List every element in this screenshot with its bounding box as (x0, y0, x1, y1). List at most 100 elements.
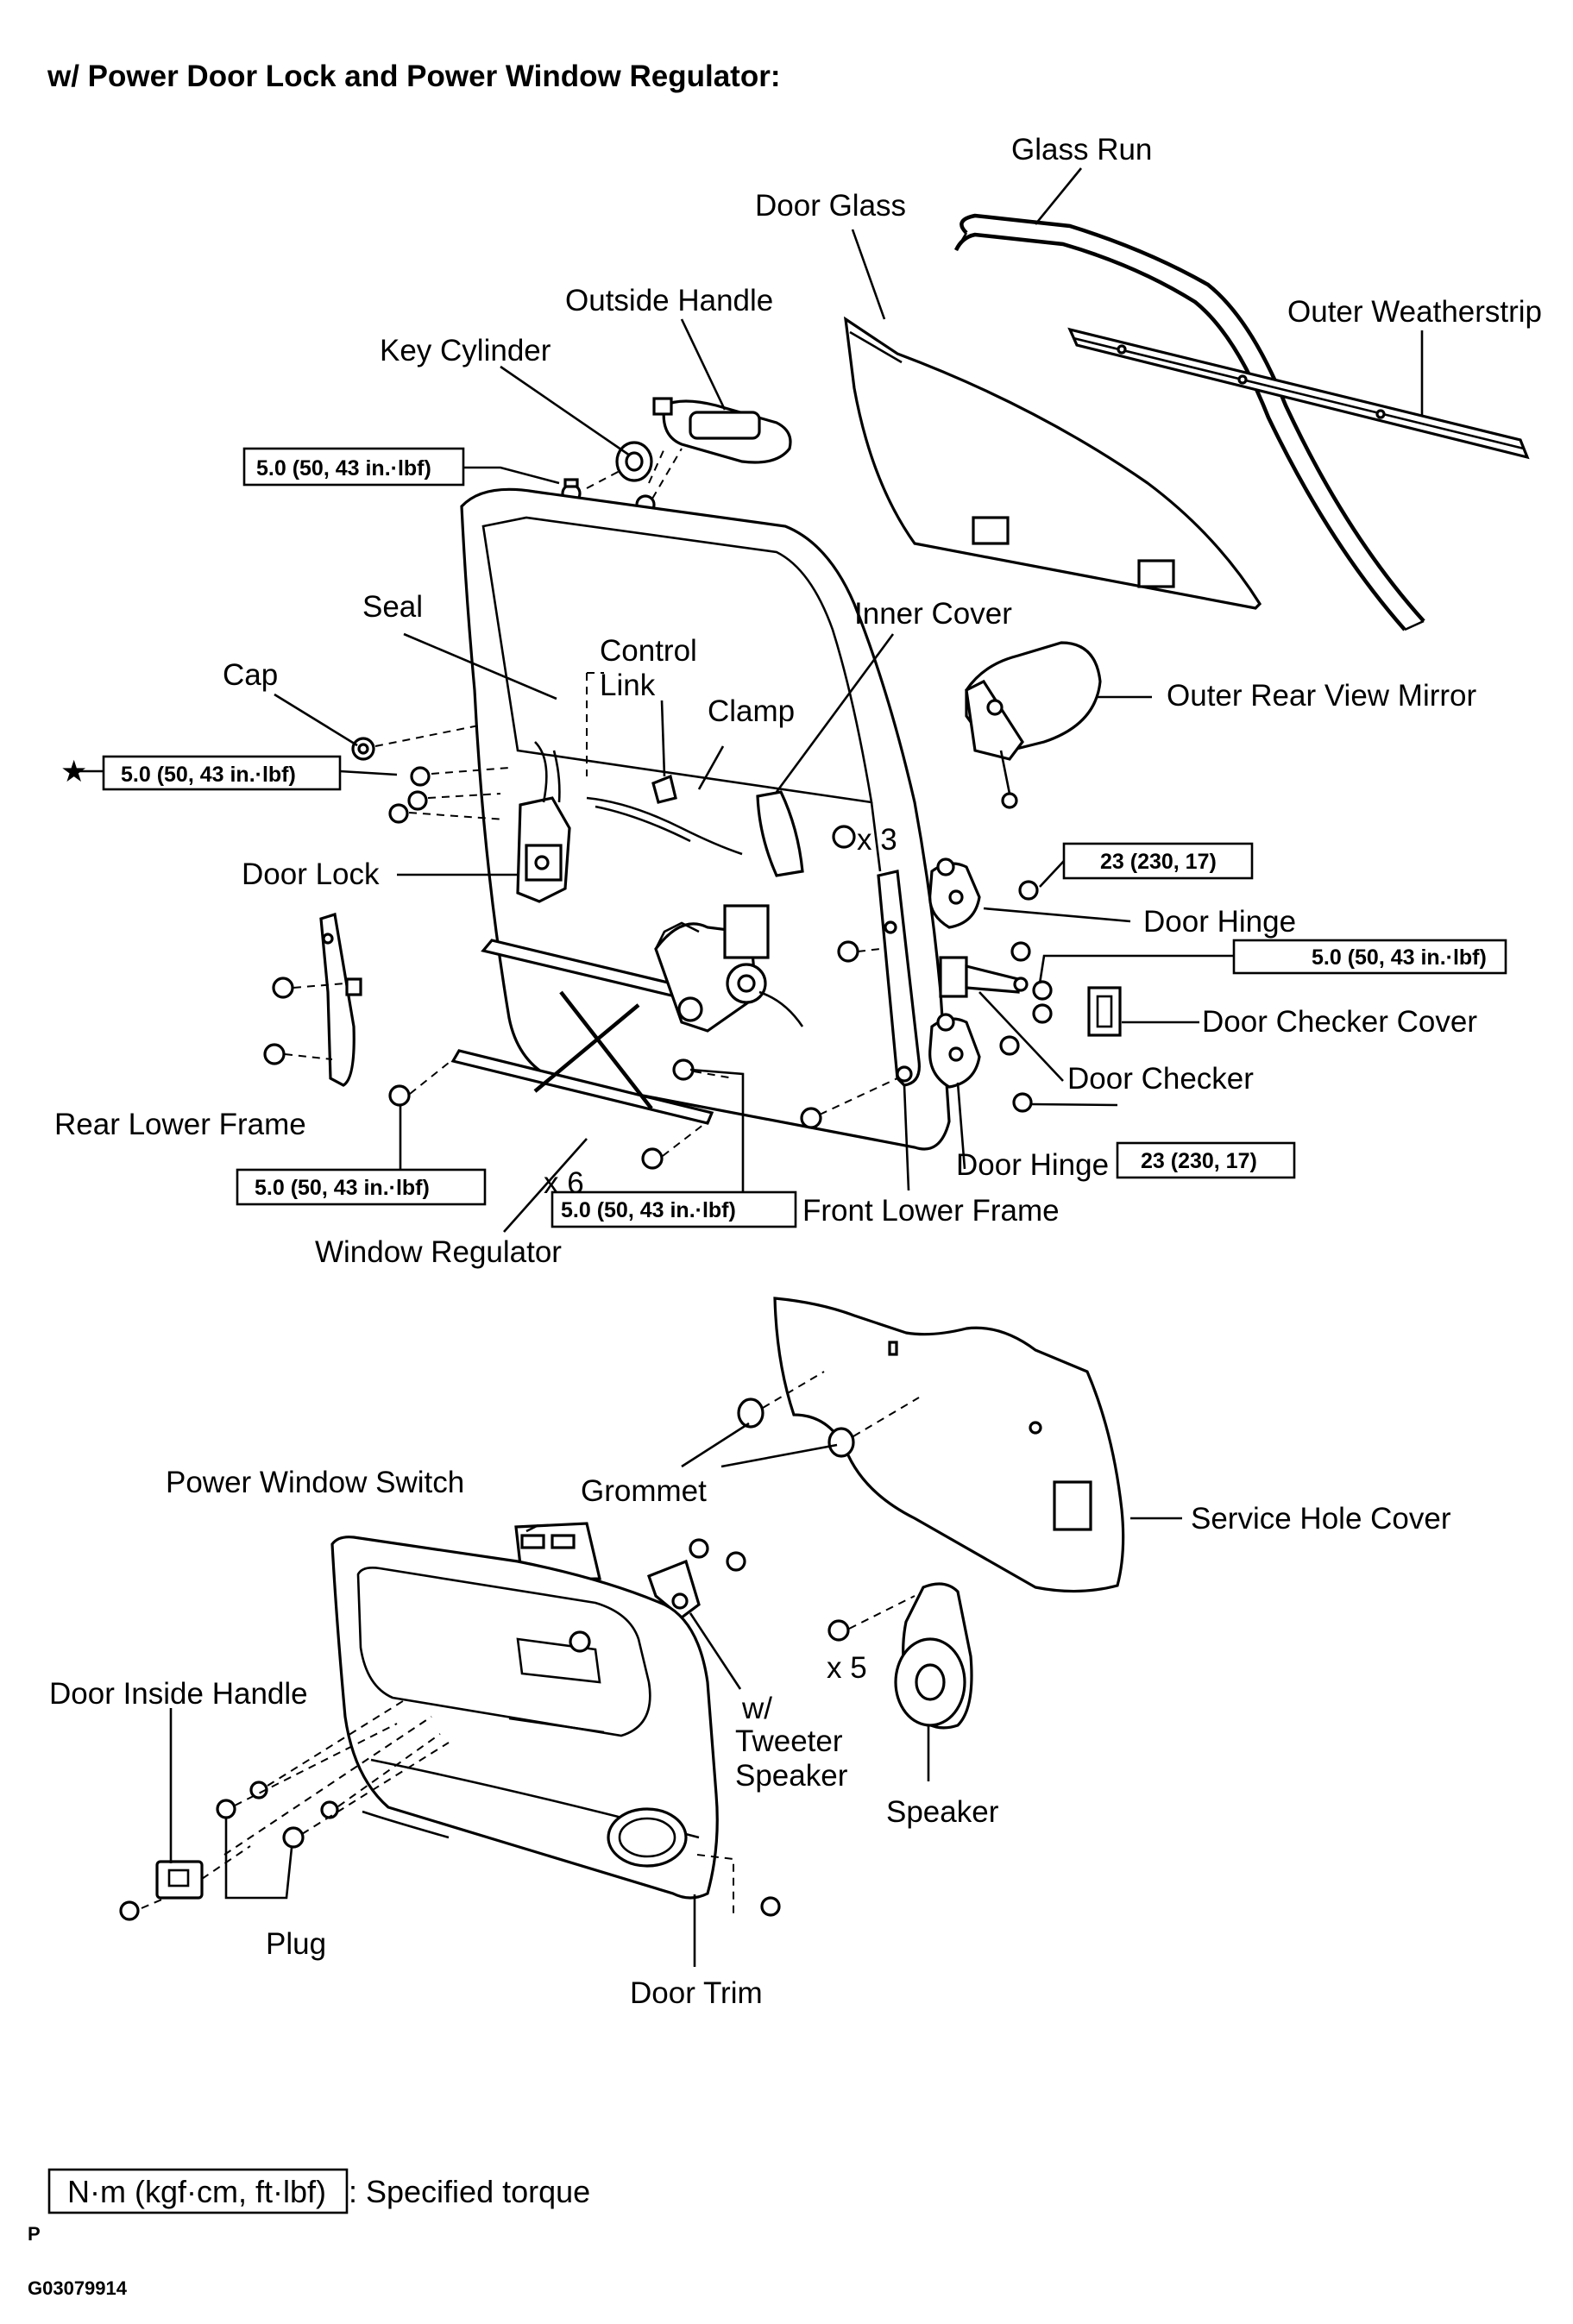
bolt-cap-a (410, 766, 431, 787)
label-cap: Cap (223, 658, 278, 692)
outer-weatherstrip-part (1067, 327, 1530, 460)
bolt-regulator-c (641, 1147, 664, 1170)
door-glass-part (843, 316, 1262, 610)
bolt-cap-b (407, 790, 428, 811)
door-checker-cover-part (1087, 986, 1122, 1037)
control-link-part (586, 796, 743, 856)
svg-text:23 (230, 17): 23 (230, 17) (1100, 850, 1217, 874)
bolt-tweeter-b (726, 1551, 746, 1572)
legend-box-text: N·m (kgf·cm, ft·lbf) (67, 2174, 326, 2209)
bolt-cap-c (388, 803, 409, 824)
footer-mark: P (28, 2223, 41, 2245)
svg-text:5.0 (50, 43 in.·lbf): 5.0 (50, 43 in.·lbf) (561, 1198, 736, 1222)
label-inner-cover: Inner Cover (854, 597, 1012, 631)
door-checker-part (939, 956, 1029, 998)
nut-x3 (832, 825, 856, 849)
label-grommet: Grommet (581, 1474, 707, 1508)
bolt-hinge-lower (1012, 1092, 1033, 1113)
legend-desc: : Specified torque (349, 2174, 590, 2209)
label-service-hole-cover: Service Hole Cover (1191, 1502, 1451, 1536)
bolt-tweeter-a (689, 1538, 709, 1559)
bolt-hinge-upper (1018, 880, 1039, 901)
rear-lower-frame-part (319, 912, 362, 1087)
label-glass-run: Glass Run (1011, 133, 1152, 166)
label-tweeter: Tweeter (735, 1724, 843, 1758)
cap-part (351, 737, 375, 761)
label-x5: x 5 (827, 1651, 867, 1685)
torque-box-regulator-left: 5.0 (50, 43 in.·lbf) (236, 1168, 487, 1206)
label-outer-weatherstrip: Outer Weatherstrip (1287, 295, 1542, 329)
torque-box-hinge-lower: 23 (230, 17) (1116, 1141, 1296, 1179)
label-speaker: Speaker (886, 1795, 999, 1829)
bolt-speaker-x5 (827, 1619, 850, 1642)
torque-box-cap: 5.0 (50, 43 in.·lbf) (102, 755, 342, 791)
svg-text:23 (230, 17): 23 (230, 17) (1141, 1149, 1257, 1173)
label-door-checker: Door Checker (1067, 1062, 1254, 1096)
front-lower-frame-part (877, 870, 921, 1087)
torque-box-hinge-upper: 23 (230, 17) (1062, 842, 1254, 880)
label-power-window-switch: Power Window Switch (166, 1466, 464, 1499)
label-door-lock: Door Lock (242, 857, 380, 891)
service-hole-cover-part (773, 1297, 1125, 1593)
label-front-lower-frame: Front Lower Frame (802, 1194, 1060, 1228)
door-trim-part (330, 1536, 719, 1900)
figure-code: G03079914 (28, 2277, 128, 2299)
plug-b (282, 1826, 305, 1849)
star-symbol: ★ (60, 755, 87, 788)
legend-torque: N·m (kgf·cm, ft·lbf) : Specified torque (47, 2168, 590, 2214)
clamp-part (651, 774, 677, 804)
svg-text:5.0 (50, 43 in.·lbf): 5.0 (50, 43 in.·lbf) (121, 763, 296, 787)
svg-text:5.0 (50, 43 in.·lbf): 5.0 (50, 43 in.·lbf) (255, 1176, 430, 1200)
window-regulator-part (450, 904, 804, 1125)
label-outside-handle: Outside Handle (565, 284, 773, 317)
label-control: Control (600, 634, 697, 668)
door-panel-part (460, 487, 951, 1151)
door-lock-part (516, 741, 571, 903)
door-inside-handle-part (155, 1860, 204, 1900)
bolt-regulator-a (388, 1084, 411, 1107)
screw-trim-a (249, 1781, 268, 1800)
grommet-b (827, 1427, 855, 1458)
label-clamp: Clamp (708, 694, 795, 728)
bolt-checker-a (1010, 941, 1031, 962)
label-door-trim: Door Trim (630, 1976, 763, 2010)
label-door-hinge-lower: Door Hinge (956, 1148, 1109, 1182)
label-seal: Seal (362, 590, 423, 624)
label-outer-rear-view-mirror: Outer Rear View Mirror (1167, 679, 1477, 713)
label-rear-lower-frame: Rear Lower Frame (54, 1108, 306, 1141)
door-hinge-lower-part (928, 1013, 981, 1089)
bolt-rear-frame-b (263, 1043, 286, 1065)
bolt-checker-b (1032, 980, 1053, 1024)
diagram-title: w/ Power Door Lock and Power Window Regu… (47, 60, 780, 93)
bolt-frame-b (800, 1107, 822, 1129)
label-plug: Plug (266, 1927, 326, 1961)
screw-trim-b (320, 1800, 339, 1819)
label-door-hinge-upper: Door Hinge (1143, 905, 1296, 939)
speaker-part (894, 1582, 973, 1730)
plug-a (216, 1799, 236, 1819)
label-tweeter-speaker: Speaker (735, 1759, 848, 1793)
tweeter-speaker-part (646, 1559, 701, 1620)
glass-run-part (953, 213, 1425, 631)
inner-cover-part (756, 790, 804, 877)
label-w: w/ (741, 1692, 772, 1725)
bolt-regulator-b (672, 1058, 695, 1081)
outside-handle-part (652, 397, 792, 464)
label-link: Link (600, 669, 656, 702)
outer-rear-view-mirror-part (965, 641, 1102, 809)
grommet-a (737, 1398, 764, 1429)
label-window-regulator: Window Regulator (315, 1235, 562, 1269)
bolt-rear-frame-a (272, 977, 294, 999)
label-key-cylinder: Key Cylinder (380, 334, 551, 367)
label-door-inside-handle: Door Inside Handle (49, 1677, 308, 1711)
label-door-glass: Door Glass (755, 189, 906, 223)
bolt-frame-a (837, 940, 859, 963)
label-x3: x 3 (857, 823, 897, 857)
torque-box-checker: 5.0 (50, 43 in.·lbf) (1232, 939, 1507, 975)
torque-box-regulator-right: 5.0 (50, 43 in.·lbf) (551, 1190, 797, 1228)
torque-box-key-cylinder: 5.0 (50, 43 in.·lbf) (242, 447, 465, 487)
key-cylinder-part (615, 441, 653, 482)
svg-text:5.0 (50, 43 in.·lbf): 5.0 (50, 43 in.·lbf) (1312, 945, 1487, 970)
bolt-checker-c (999, 1035, 1020, 1056)
